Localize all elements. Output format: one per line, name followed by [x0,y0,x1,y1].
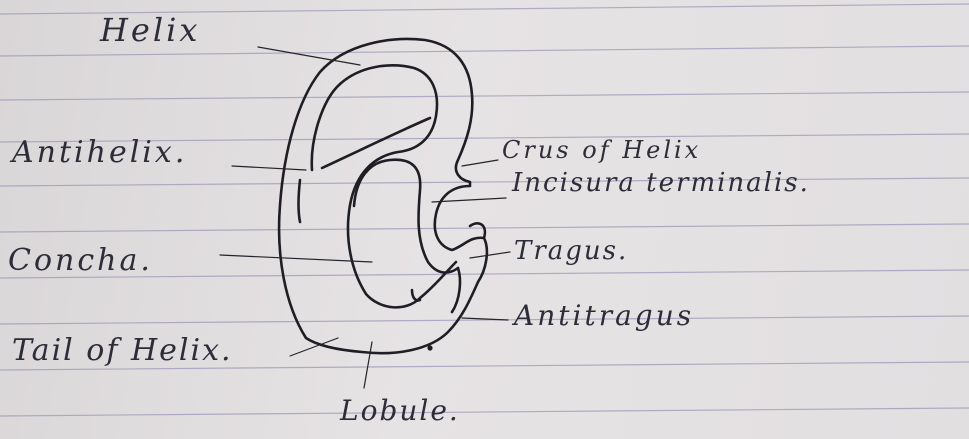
concha-bowl [354,160,458,273]
lobule-leader [364,342,372,388]
label-tragus: Tragus. [514,238,628,264]
tragus-bump [470,223,485,238]
helix-inner-loop [312,65,456,307]
antihelix-leader [232,166,306,170]
label-incisura-terminalis: Incisura terminalis. [512,170,810,196]
helix-leader [258,47,360,65]
crus-leader [462,160,498,166]
label-tail-of-helix: Tail of Helix. [12,336,233,366]
tail-dot [427,345,432,350]
concha-leader [220,255,372,262]
ruled-line [0,408,969,416]
ruled-line [0,316,969,324]
antihelix-stem [299,180,301,222]
ear-outline [279,39,487,353]
label-concha: Concha. [8,246,153,276]
tragus-leader [470,252,510,258]
label-antitragus: Antitragus [514,302,694,330]
label-lobule: Lobule. [340,397,460,425]
ruled-line [0,178,969,186]
ruled-line [0,92,969,100]
label-helix: Helix [100,14,200,46]
label-antihelix: Antihelix. [12,138,187,168]
label-crus-of-helix: Crus of Helix [502,138,701,162]
